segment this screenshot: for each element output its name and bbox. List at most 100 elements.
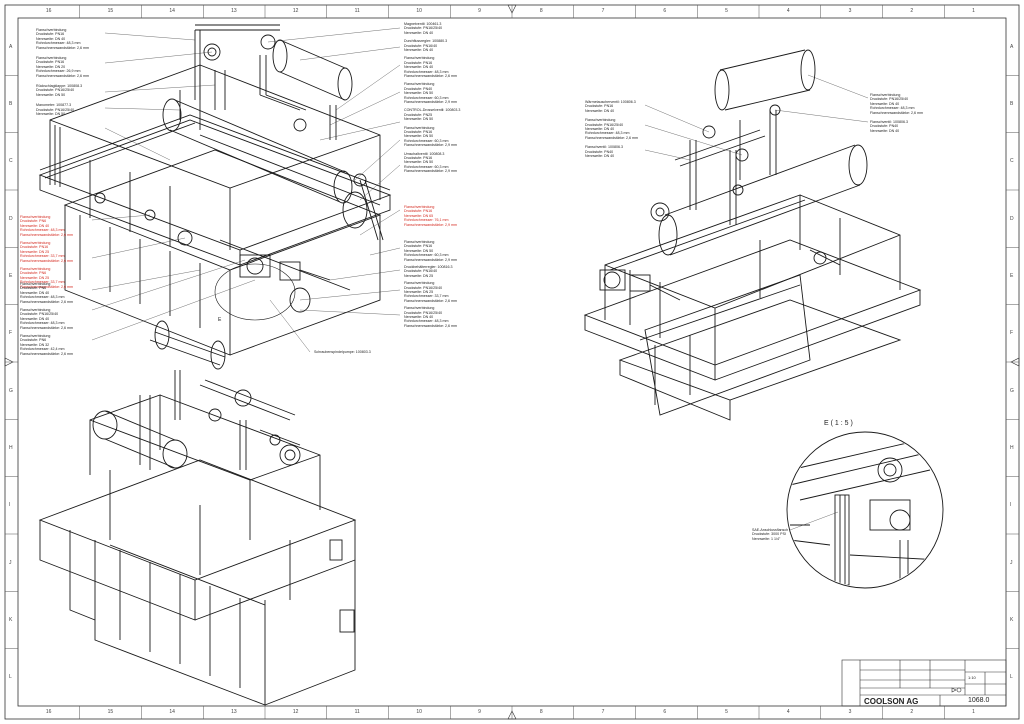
ruler-label: G bbox=[9, 387, 13, 394]
callout-line: Druckstufe: PN16 bbox=[20, 245, 49, 250]
callout-line: Rohrdurchmesser: 60,3 mm bbox=[404, 95, 449, 100]
callout-line: Druckstufe: PN6 bbox=[20, 271, 47, 276]
callout-line: Nennweite: DN 50 bbox=[36, 92, 66, 97]
ruler-label: B bbox=[9, 101, 13, 107]
callout-line: Druckstufe: PN16/25/40 bbox=[870, 97, 909, 102]
callout-line: Druckstufe: PN16 bbox=[404, 209, 433, 214]
ruler-label: 11 bbox=[354, 8, 360, 14]
detail-label-line: Nennweite: 1 1/4" bbox=[752, 536, 781, 541]
ruler-label: 12 bbox=[292, 709, 299, 715]
callout-line: Rohrdurchmesser: 48,3 mm bbox=[20, 295, 65, 300]
ruler-label: F bbox=[1010, 330, 1014, 337]
ruler-label: 9 bbox=[478, 8, 481, 14]
callout-line: Flanschnennwandstärke: 2,6 mm bbox=[36, 73, 89, 78]
callout-line: Flanschverbindung bbox=[20, 241, 51, 245]
ruler-label: 7 bbox=[601, 8, 605, 14]
ruler-label: 5 bbox=[725, 709, 728, 715]
callout-line: Durchflussregler: 100880.3 bbox=[404, 39, 448, 44]
callout-line: Nennweite: DN 25 bbox=[404, 273, 434, 278]
callout-line: Druckstufe: PN16/40 bbox=[404, 43, 438, 48]
ruler-label: 4 bbox=[786, 709, 790, 715]
ruler-label: 5 bbox=[725, 8, 728, 14]
ruler-label: 16 bbox=[45, 709, 52, 715]
ruler-label: 1 bbox=[972, 709, 975, 715]
ruler-label: D bbox=[1010, 215, 1014, 222]
callout-line: Wärmetauscherventil: 100806.3 bbox=[585, 100, 636, 104]
callout-line: Rohrdurchmesser: 48,3 mm bbox=[20, 321, 65, 326]
callout-line: Rohrdurchmesser: 42,4 mm bbox=[20, 347, 65, 352]
ruler-label: J bbox=[9, 559, 12, 566]
callout-line: Flanschverbindung bbox=[404, 82, 435, 87]
ruler-label: 1 bbox=[972, 8, 975, 14]
ruler-label: E bbox=[1010, 273, 1014, 279]
ruler-label: 3 bbox=[848, 8, 852, 14]
callout-line: Flanschverbindung bbox=[404, 205, 435, 209]
callout-line: Flanschverbindung bbox=[20, 267, 51, 271]
callout-line: Rohrdurchmesser: 60,3 mm bbox=[404, 253, 449, 258]
callout-line: Druckstufe: PN16/25/40 bbox=[20, 312, 59, 317]
callout-line: Nennweite: DN 25 bbox=[20, 275, 50, 280]
callout-line: Nennweite: DN 50 bbox=[404, 134, 434, 139]
ruler-label: E bbox=[9, 273, 13, 279]
callout-line: Flanschnennwandstärke: 2,6 mm bbox=[20, 351, 73, 356]
callout-line: Flanschnennwandstärke: 2,9 mm bbox=[404, 169, 457, 174]
ruler-label: 9 bbox=[478, 709, 481, 715]
callout-line: Nennweite: DN 40 bbox=[20, 316, 50, 321]
ruler-label: 6 bbox=[663, 709, 667, 715]
scale-value: 1:10 bbox=[968, 675, 976, 680]
callout-line: Rohrdurchmesser: 48,3 mm bbox=[404, 319, 449, 324]
ruler-label: 3 bbox=[848, 709, 852, 715]
callout-line: Flanschverbindung bbox=[404, 56, 435, 61]
ruler-label: 6 bbox=[663, 8, 667, 14]
callout-line: Druckstufe: PN6 bbox=[20, 338, 47, 343]
callout-line: Druckstufe: PN16/25/40 bbox=[404, 26, 443, 31]
callout-line: Druckstufe: PN6 bbox=[20, 219, 47, 224]
callout-line: Flanschventil: 100806.3 bbox=[870, 120, 908, 124]
callout-line: Druckstufe: PN16/25/40 bbox=[36, 107, 75, 112]
callout-line: Rohrdurchmesser: 48,3 mm bbox=[585, 131, 630, 136]
callout-line: Nennweite: DN 25 bbox=[20, 249, 50, 254]
callout-line: Flanschverbindung bbox=[404, 306, 435, 311]
callout-line: Umschaltventil: 100808.3 bbox=[404, 151, 445, 156]
callout-line: Nennweite: DN 50 bbox=[404, 91, 434, 96]
ruler-label: H bbox=[9, 445, 13, 451]
callout-line: Rohrdurchmesser: 26,9 mm bbox=[36, 69, 81, 74]
callout-line: Druckstufe: PN16 bbox=[404, 60, 433, 65]
callout-line: Flanschnennwandstärke: 2,6 mm bbox=[36, 45, 89, 50]
callout-line: Nennweite: DN 40 bbox=[404, 48, 434, 52]
callout-line: Flanschnennwandstärke: 2,6 mm bbox=[585, 135, 638, 140]
callout-line: Nennweite: DN 50 bbox=[404, 248, 434, 253]
callout-line: Flanschverbindung bbox=[20, 215, 51, 219]
callout-line: Nennweite: DN 25 bbox=[404, 290, 434, 294]
callout-line: Druckstufe: PN40 bbox=[404, 86, 433, 91]
callout-line: Druckstufe: PN16 bbox=[404, 156, 433, 160]
detail-title: E ( 1 : 5 ) bbox=[824, 420, 853, 427]
callout-line: Druckstufe: PN16 bbox=[404, 130, 433, 134]
ruler-label: L bbox=[9, 674, 12, 681]
ruler-label: 10 bbox=[416, 709, 422, 715]
ruler-label: 13 bbox=[231, 709, 237, 715]
callout-line: Druckstufe: PN16/25/40 bbox=[585, 122, 624, 127]
callout-line: Flanschventil: 100806.3 bbox=[585, 145, 623, 150]
detail-label-line: SAE-Anschlussflansch bbox=[752, 528, 789, 532]
callout-line: Druckstufe: PN25 bbox=[404, 112, 433, 117]
drawing-number: 1068.0 bbox=[968, 697, 990, 704]
callout-line: Flanschverbindung bbox=[404, 281, 435, 286]
pump-label: Schraubenspindelpumpe: 100803.3 bbox=[314, 350, 371, 354]
detail-label-line: Druckstufe: 3000 PSI bbox=[752, 532, 786, 537]
callout-line: Flanschnennwandstärke: 2,6 mm bbox=[870, 110, 923, 115]
callout-line: Flanschnennwandstärke: 2,6 mm bbox=[20, 258, 73, 263]
